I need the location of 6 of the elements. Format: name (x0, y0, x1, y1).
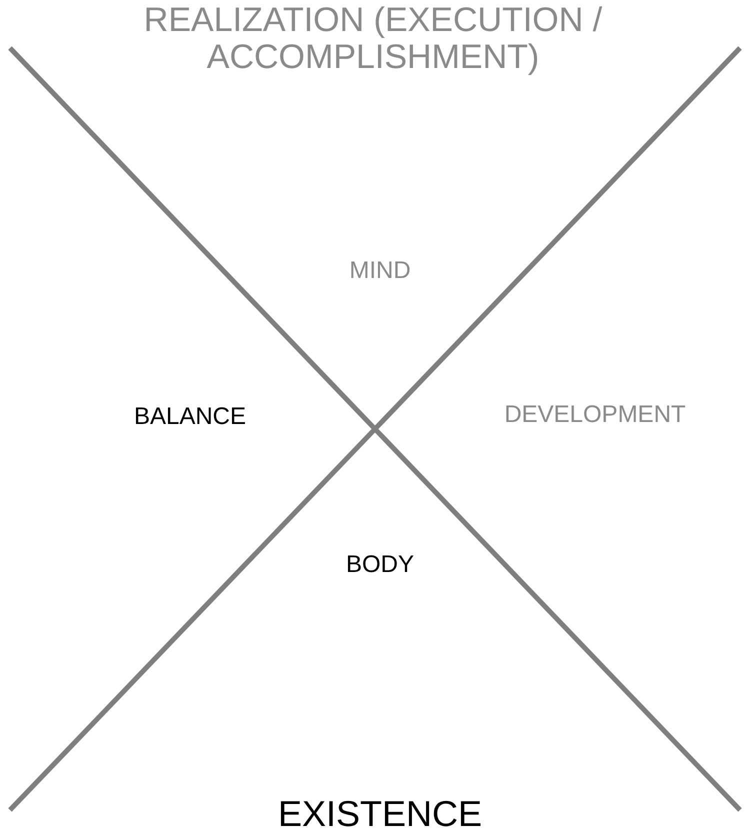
quadrant-label: BALANCE (132, 403, 248, 431)
quadrant-label: MIND (348, 257, 412, 285)
quadrant-label: BODY (344, 551, 415, 579)
heading: REALIZATION (EXECUTION / ACCOMPLISHMENT) (142, 2, 604, 77)
quadrant-label: DEVELOPMENT (503, 401, 687, 429)
bottom-label: EXISTENCE (276, 793, 484, 835)
